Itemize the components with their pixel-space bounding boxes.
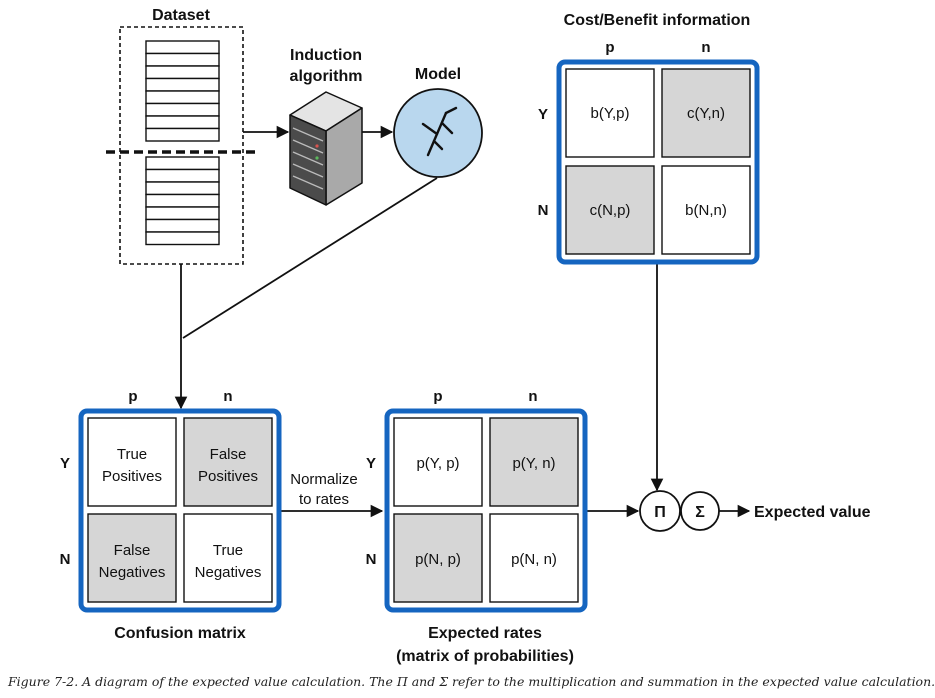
expected-rates-title: Expected rates (428, 625, 542, 642)
rates-cell-yn (489, 417, 579, 507)
cost-benefit-text-np: c(N,p) (590, 202, 631, 219)
cost-benefit-cell-np (565, 165, 655, 255)
confusion-cell-tp (87, 417, 177, 507)
cost-benefit-col-p: p (605, 39, 614, 56)
confusion-col-p: p (128, 388, 137, 405)
confusion-text-fp-2: Positives (198, 468, 258, 485)
confusion-text-tn-1: True (213, 542, 243, 559)
rates-col-p: p (433, 388, 442, 405)
rates-cell-yp (393, 417, 483, 507)
cost-benefit-cell-yp (565, 68, 655, 158)
rates-cell-nn (489, 513, 579, 603)
cost-benefit-row-n: N (538, 202, 549, 219)
expected-rates-subtitle: (matrix of probabilities) (396, 648, 574, 665)
rates-text-nn: p(N, n) (511, 551, 557, 568)
rates-text-np: p(N, p) (415, 551, 461, 568)
expected-value-label: Expected value (754, 504, 871, 521)
normalize-label-line2: to rates (299, 491, 349, 508)
cost-benefit-col-n: n (701, 39, 710, 56)
cost-benefit-text-yn: c(Y,n) (687, 105, 725, 122)
confusion-text-tp-1: True (117, 446, 147, 463)
cost-benefit-title: Cost/Benefit information (564, 12, 751, 29)
confusion-text-fn-1: False (114, 542, 151, 559)
server-icon (289, 91, 363, 206)
sum-operator-circle (680, 491, 720, 531)
confusion-cell-fn (87, 513, 177, 603)
rates-col-n: n (528, 388, 537, 405)
dataset-rows-bottom (145, 156, 220, 246)
tree-icon (421, 106, 458, 157)
cost-benefit-row-y: Y (538, 106, 548, 123)
product-operator-circle (639, 490, 681, 532)
figure-caption: Figure 7-2. A diagram of the expected va… (8, 674, 935, 689)
confusion-cell-fp (183, 417, 273, 507)
induction-label-line1: Induction (290, 47, 362, 64)
rates-row-n: N (366, 551, 377, 568)
induction-label-line2: algorithm (290, 68, 363, 85)
confusion-title: Confusion matrix (114, 625, 246, 642)
confusion-text-tn-2: Negatives (195, 564, 262, 581)
product-symbol: Π (654, 504, 666, 521)
dataset-label: Dataset (152, 7, 210, 24)
cost-benefit-text-nn: b(N,n) (685, 202, 727, 219)
confusion-text-tp-2: Positives (102, 468, 162, 485)
rates-row-y: Y (366, 455, 376, 472)
cost-benefit-cell-nn (661, 165, 751, 255)
confusion-text-fn-2: Negatives (99, 564, 166, 581)
rates-text-yp: p(Y, p) (416, 455, 459, 472)
confusion-row-n: N (60, 551, 71, 568)
confusion-cell-tn (183, 513, 273, 603)
dataset-rows-top (145, 40, 220, 142)
cost-benefit-text-yp: b(Y,p) (591, 105, 630, 122)
model-label: Model (415, 66, 461, 83)
rates-text-yn: p(Y, n) (512, 455, 555, 472)
confusion-col-n: n (223, 388, 232, 405)
rates-cell-np (393, 513, 483, 603)
confusion-row-y: Y (60, 455, 70, 472)
model-to-confusion-line (182, 177, 438, 339)
sum-symbol: Σ (695, 504, 705, 521)
confusion-text-fp-1: False (210, 446, 247, 463)
cost-benefit-cell-yn (661, 68, 751, 158)
normalize-label-line1: Normalize (290, 471, 358, 488)
